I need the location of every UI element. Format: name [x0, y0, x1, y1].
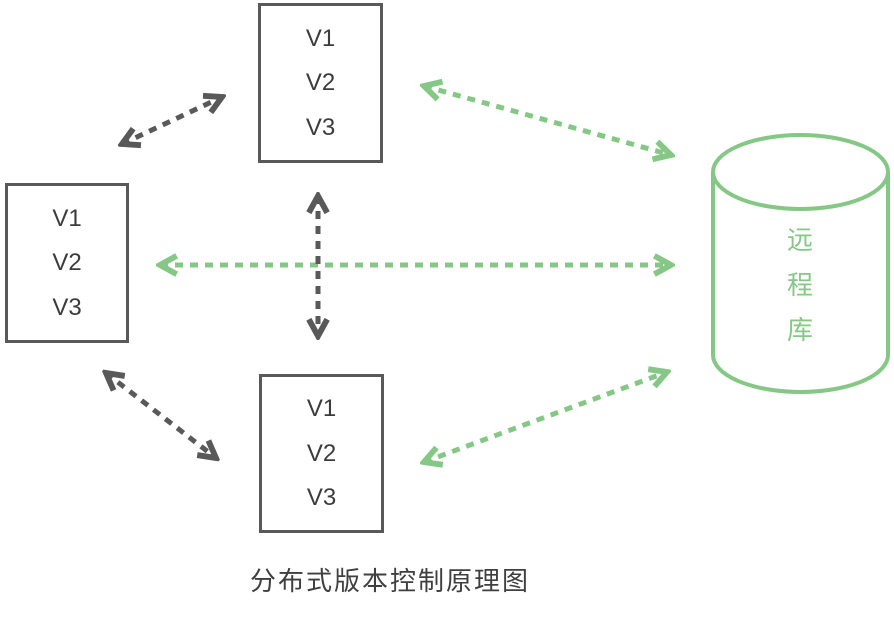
- cylinder-top: [711, 133, 890, 211]
- version-label: V2: [306, 439, 337, 467]
- local-repo-bottom: V1 V2 V3: [259, 374, 384, 533]
- diagram-caption: 分布式版本控制原理图: [249, 566, 530, 596]
- local-repo-left: V1 V2 V3: [5, 183, 129, 343]
- arrow-bottom-remote: [424, 372, 667, 462]
- remote-repo-char: 程: [786, 270, 815, 300]
- version-label: V3: [306, 483, 337, 511]
- version-label: V3: [305, 113, 336, 141]
- remote-repo-char: 远: [786, 225, 815, 255]
- arrow-left-top: [122, 97, 222, 144]
- version-label: V2: [52, 249, 82, 276]
- arrow-top-remote: [424, 86, 671, 155]
- version-label: V1: [306, 395, 337, 423]
- remote-db-cylinder: [711, 133, 890, 394]
- local-repo-top: V1 V2 V3: [258, 3, 383, 163]
- version-label: V1: [52, 204, 82, 232]
- version-label: V3: [52, 293, 82, 321]
- cylinder-body: [711, 172, 890, 394]
- arrow-left-bottom: [106, 373, 216, 458]
- remote-repo-label: 远 程 库: [770, 218, 832, 353]
- remote-repo-char: 库: [786, 315, 815, 345]
- version-label: V1: [305, 24, 336, 52]
- version-label: V2: [305, 69, 336, 96]
